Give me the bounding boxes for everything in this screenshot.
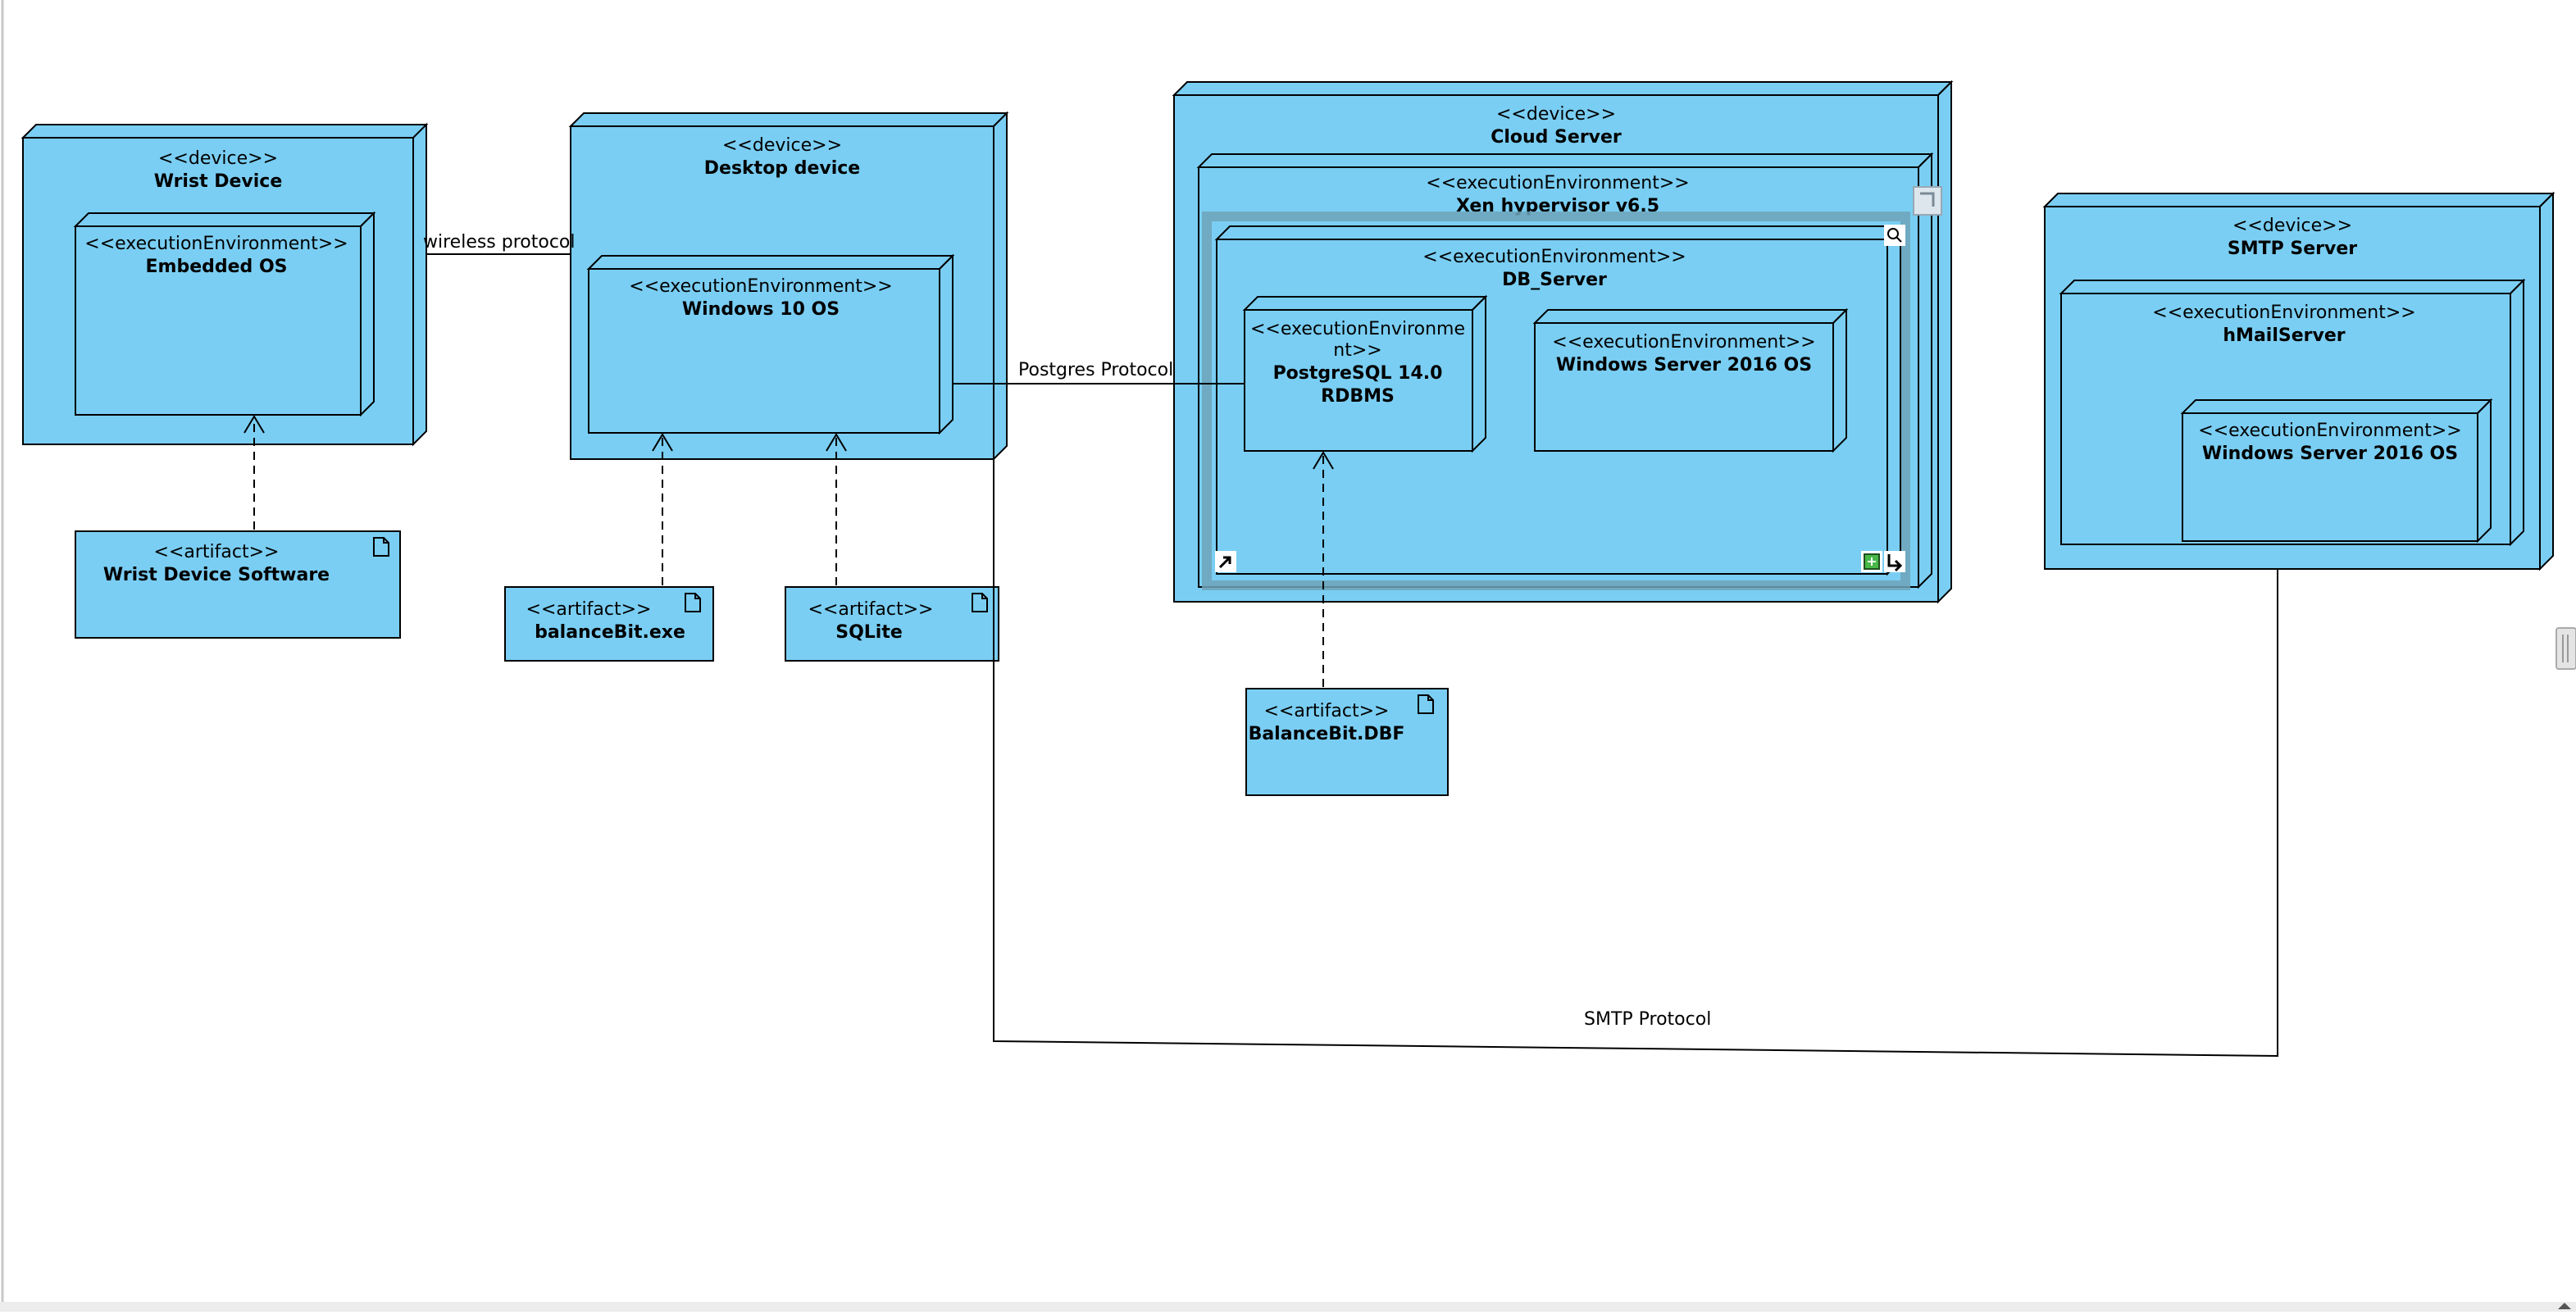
node-stereotype: <<executionEnvironment>> [629, 276, 892, 297]
connector-smtp[interactable]: SMTP Protocol [993, 459, 2278, 1058]
node-embedded-os[interactable]: <<executionEnvironment>> Embedded OS [73, 211, 376, 417]
node-stereotype: <<device>> [158, 148, 278, 169]
artifact-balancebit-exe[interactable]: <<artifact>> balanceBit.exe [504, 586, 714, 662]
artifact-sqlite[interactable]: <<artifact>> SQLite [785, 586, 999, 662]
node-name: DB_Server [1502, 270, 1607, 290]
navigate-arrow-icon[interactable] [1215, 551, 1236, 572]
node-windows-server-smtp[interactable]: <<executionEnvironment>> Windows Server … [2180, 398, 2493, 544]
node-name: hMailServer [2223, 325, 2345, 346]
node-name: Wrist Device [154, 171, 283, 192]
node-stereotype: <<executionEnvironment>> [1552, 332, 1815, 353]
model-element-icon[interactable] [1861, 551, 1882, 572]
artifact-name: SQLite [835, 622, 903, 643]
node-windows10[interactable]: <<executionEnvironment>> Windows 10 OS [586, 253, 955, 435]
artifact-wrist-device-software[interactable]: <<artifact>> Wrist Device Software [75, 530, 401, 639]
selection-frame [1202, 212, 1910, 590]
node-stereotype: <<executionEnvironment>> [2152, 303, 2415, 323]
vertical-scroll-handle[interactable] [2556, 627, 2576, 670]
deploy-arrow-sqlite[interactable] [826, 433, 847, 585]
node-name: Windows 10 OS [682, 299, 840, 320]
connector-label: SMTP Protocol [1584, 1009, 1711, 1030]
node-stereotype: <<device>> [722, 135, 842, 156]
connector-label: wireless protocol [423, 232, 576, 253]
artifact-name: balanceBit.exe [535, 622, 685, 643]
node-name: Desktop device [704, 158, 860, 179]
zoom-icon[interactable] [1884, 225, 1905, 246]
artifact-name: BalanceBit.DBF [1249, 724, 1405, 744]
deploy-arrow-balancebit-exe[interactable] [652, 433, 673, 585]
node-stereotype: <<device>> [1496, 104, 1616, 125]
artifact-stereotype: <<artifact>> [526, 599, 652, 620]
artifact-balancebit-dbf[interactable]: <<artifact>> BalanceBit.DBF [1245, 688, 1449, 796]
node-stereotype-line-2: nt>> [1333, 340, 1381, 361]
node-windows-server-db[interactable]: <<executionEnvironment>> Windows Server … [1532, 307, 1849, 453]
artifact-stereotype: <<artifact>> [808, 599, 934, 620]
node-name: Embedded OS [146, 257, 288, 277]
artifact-name: Wrist Device Software [103, 565, 330, 585]
artifact-stereotype: <<artifact>> [154, 542, 280, 562]
node-name: SMTP Server [2228, 239, 2357, 259]
node-stereotype: <<executionEnvironment>> [1426, 173, 1689, 193]
node-name: Windows Server 2016 OS [1556, 355, 1812, 375]
node-stereotype: <<executionEnvironment>> [84, 234, 348, 254]
artifact-stereotype: <<artifact>> [1264, 701, 1390, 721]
connector-label: Postgres Protocol [1018, 360, 1173, 380]
node-name: Cloud Server [1491, 127, 1622, 148]
node-name: Windows Server 2016 OS [2202, 444, 2458, 464]
connector-wireless[interactable]: wireless protocol [423, 232, 576, 255]
node-stereotype: <<device>> [2232, 216, 2352, 236]
node-postgresql[interactable]: <<executionEnvironme nt>> PostgreSQL 14.… [1242, 294, 1488, 453]
deploy-arrow-wrist[interactable] [243, 415, 265, 530]
node-name-line-1: PostgreSQL 14.0 [1273, 363, 1443, 384]
node-stereotype-line-1: <<executionEnvironme [1250, 319, 1465, 339]
node-stereotype: <<executionEnvironment>> [1422, 247, 1686, 267]
resize-handle-icon[interactable] [1884, 551, 1905, 572]
node-name-line-2: RDBMS [1321, 386, 1395, 407]
connector-postgres[interactable]: Postgres Protocol [953, 360, 1245, 384]
collapse-handle-icon[interactable] [1913, 186, 1942, 216]
deploy-arrow-balancebit-dbf[interactable] [1313, 451, 1334, 687]
horizontal-scrollbar[interactable] [0, 1302, 2576, 1312]
node-stereotype: <<executionEnvironment>> [2198, 421, 2461, 441]
scroll-up-icon[interactable] [2558, 1303, 2571, 1309]
